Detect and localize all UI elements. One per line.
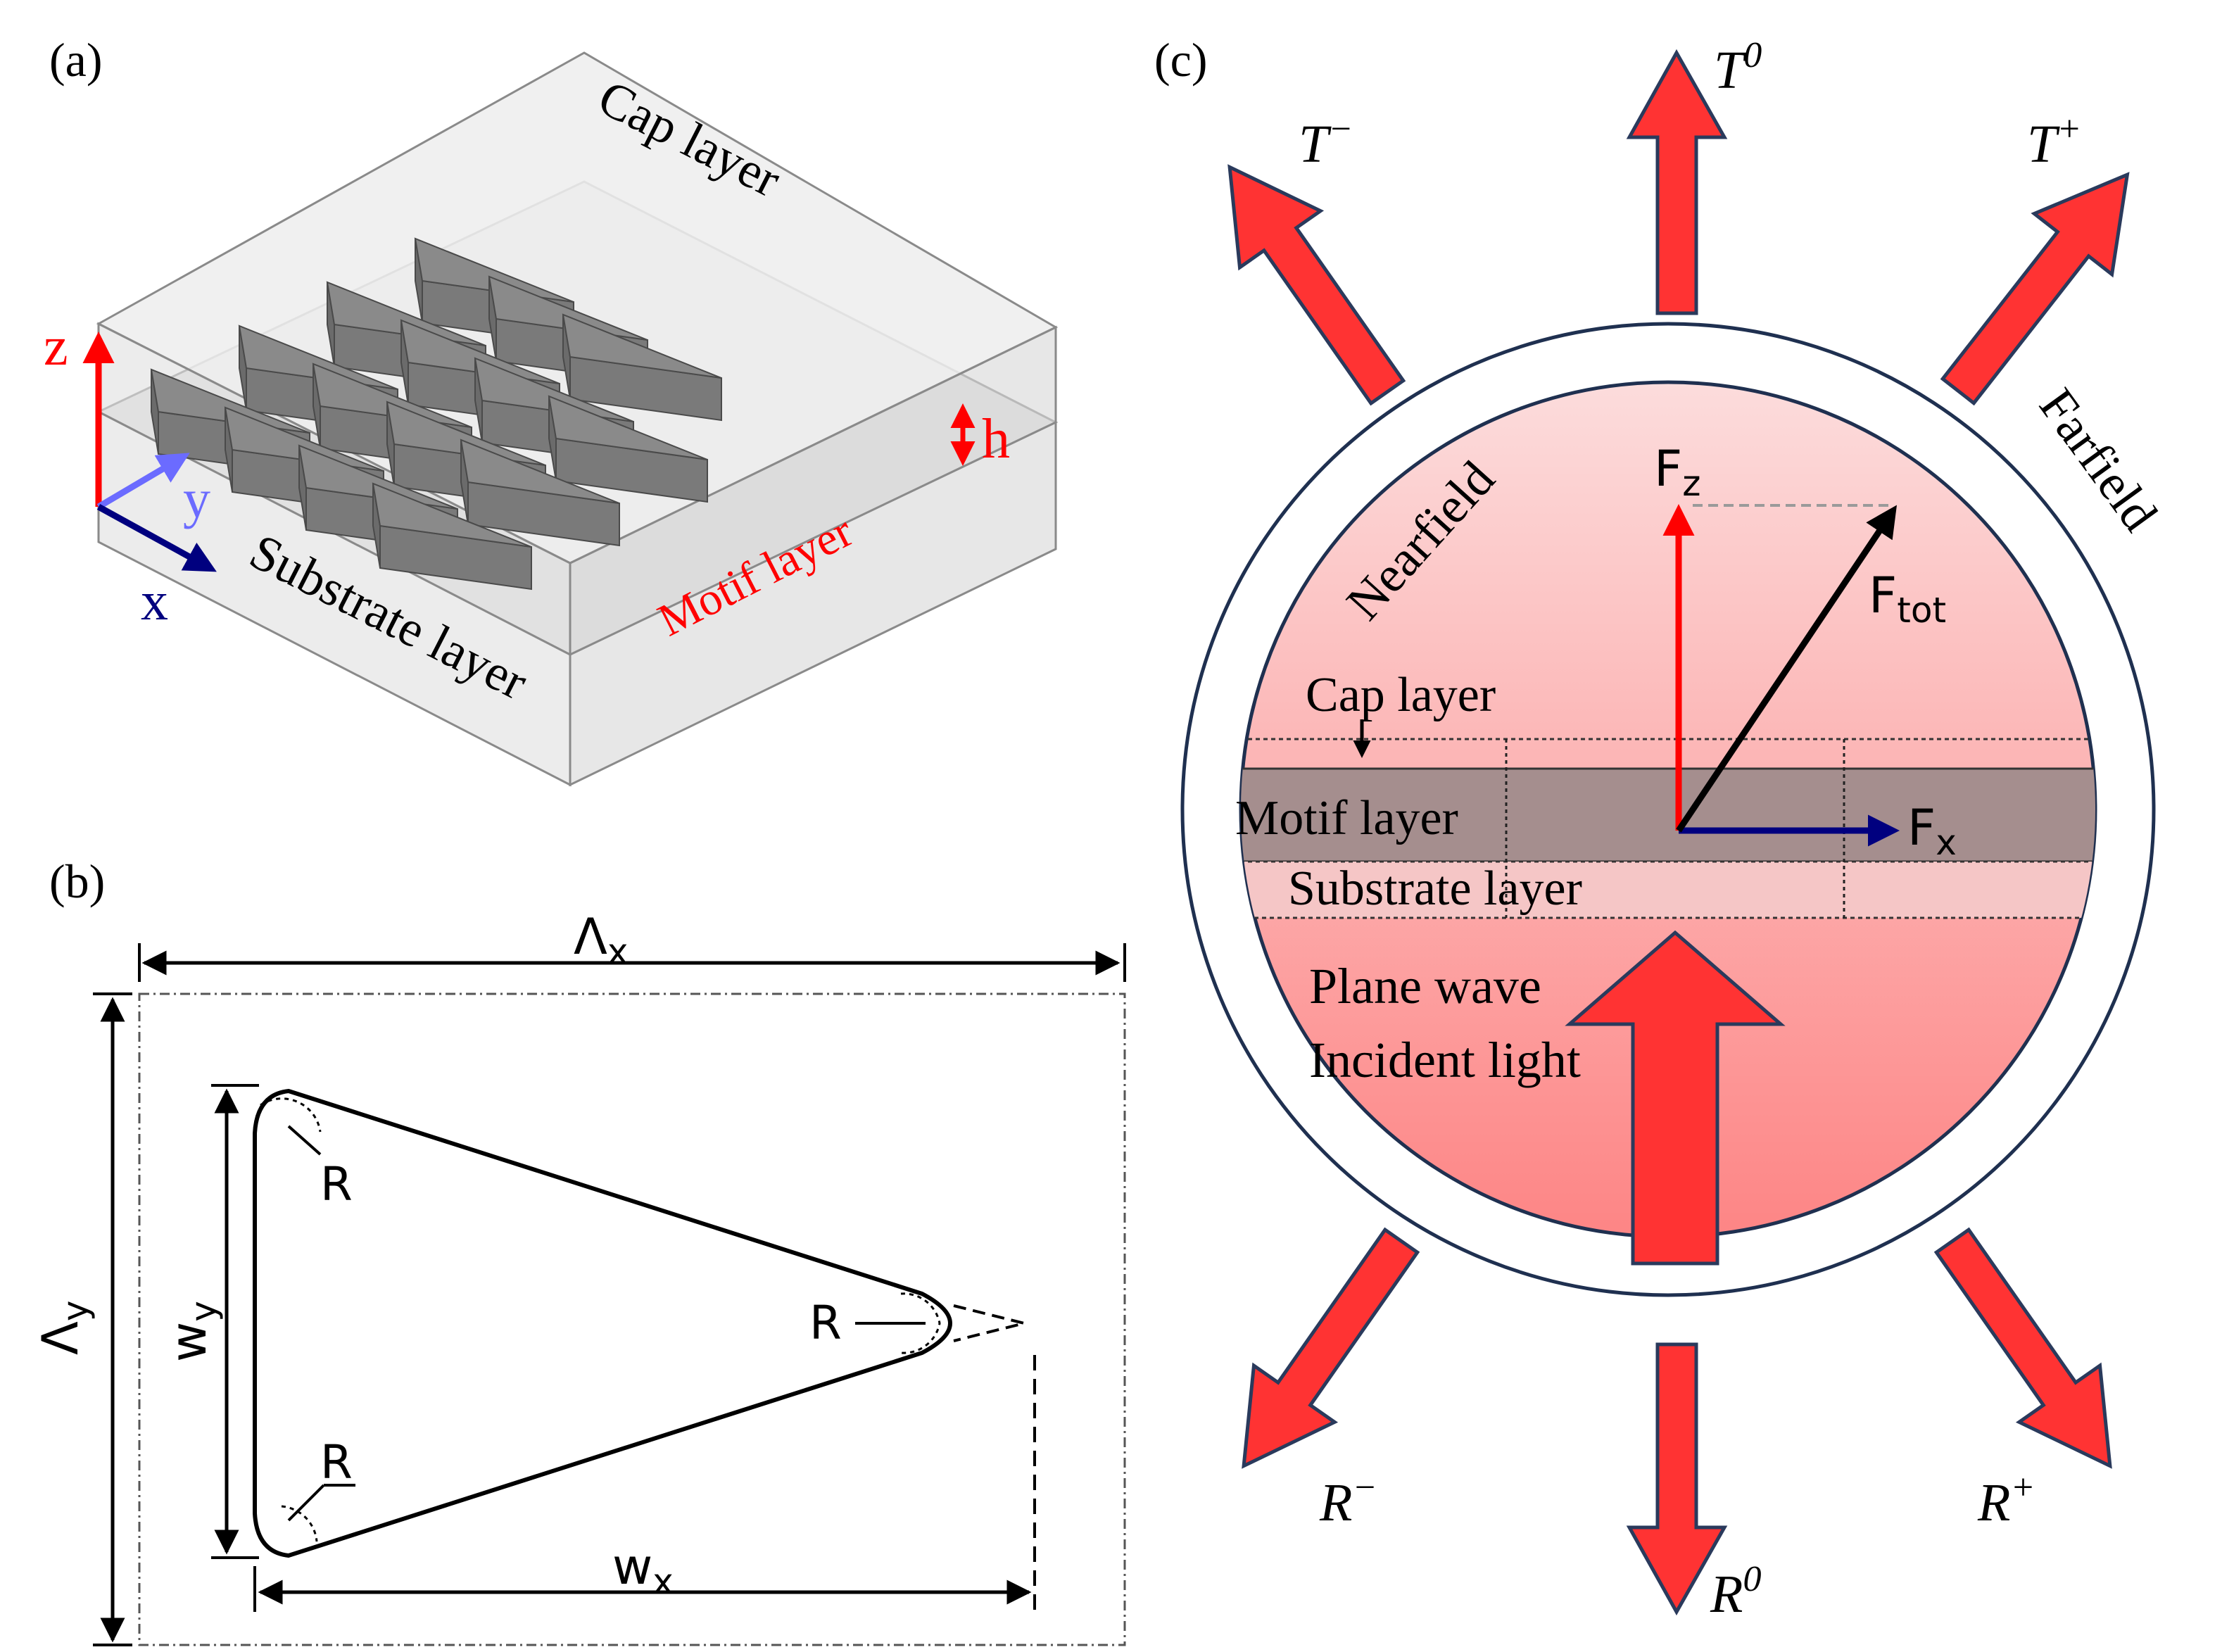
reflection-orders: R0 R− R+ (1242, 1227, 2112, 1624)
force-x-label: Fx (1907, 799, 1957, 863)
t-plus-arrow (1940, 172, 2130, 406)
panel-a: (a) z y x h Cap layer Motif layer (44, 33, 1059, 787)
triangle-motif-outline (253, 1088, 952, 1558)
period-x-label: Λx (574, 908, 628, 972)
r-plus-label: R+ (1977, 1468, 2035, 1532)
panel-a-label: (a) (49, 33, 102, 87)
force-total-vector (1676, 505, 1898, 833)
layer-bands (1241, 738, 2095, 919)
r-plus-arrow (1933, 1227, 2112, 1469)
height-marker: h (950, 403, 1010, 470)
radius-circle-tip (900, 1292, 941, 1354)
prism-top-face (460, 439, 620, 504)
radius-label-bottom: R (320, 1435, 353, 1489)
axes-triad: z y x (44, 315, 217, 631)
panel-c-label: (c) (1154, 33, 1207, 87)
y-axis-label: y (183, 468, 210, 529)
sharp-tip-guide (953, 1304, 1025, 1342)
t-minus-label: T− (1299, 109, 1353, 174)
width-x-label: wx (612, 1538, 674, 1602)
incident-line2: Incident light (1309, 1032, 1581, 1088)
motif-layer-label-c: Motif layer (1235, 791, 1458, 845)
t-zero-label: T0 (1714, 35, 1762, 100)
panel-b: (b) Λx Λy wy wx R R (32, 855, 1126, 1646)
force-z-label: Fz (1654, 440, 1701, 504)
width-y-label: wy (160, 1301, 224, 1362)
cap-layer-label-c: Cap layer (1306, 668, 1496, 722)
prism-top-face (548, 395, 708, 460)
substrate-layer-label-c: Substrate layer (1288, 862, 1582, 916)
prism-top-face (562, 313, 722, 379)
r-minus-label: R− (1319, 1468, 1377, 1532)
t-minus-arrow (1227, 164, 1406, 406)
incident-line1: Plane wave (1309, 958, 1541, 1014)
radius-line-bottom (287, 1484, 325, 1522)
transmission-orders: T0 T− T+ (1227, 35, 2130, 406)
t-zero-arrow (1626, 49, 1728, 315)
height-label: h (982, 408, 1010, 470)
r-zero-label: R0 (1710, 1559, 1761, 1624)
t-plus-label: T+ (2027, 109, 2081, 174)
radius-line-top (287, 1125, 322, 1156)
substrate-layer-band (1241, 860, 2095, 919)
radius-circle-bottom (281, 1505, 318, 1542)
radius-label-tip: R (809, 1296, 842, 1350)
r-minus-arrow (1242, 1227, 1420, 1469)
z-axis-label: z (44, 315, 68, 377)
x-axis-arrow (96, 504, 217, 572)
prism-top-face (372, 482, 532, 548)
radius-label-top: R (320, 1157, 353, 1211)
radius-circle-top (260, 1097, 322, 1133)
panel-b-label: (b) (49, 855, 105, 908)
y-axis-arrow (96, 453, 190, 510)
unit-cell-boundary (138, 992, 1126, 1646)
r-zero-arrow (1626, 1342, 1728, 1616)
incident-light-arrow (1565, 930, 1786, 1266)
period-y-label: Λy (32, 1301, 96, 1355)
force-total-label: Ftot (1869, 567, 1946, 631)
x-axis-label: x (141, 570, 168, 631)
panel-c: (c) Nearfield Farfield Cap layer Motif l… (1154, 33, 2169, 1624)
motif-prisms (150, 237, 722, 591)
cap-layer-band (1241, 738, 2095, 770)
box-front-right (569, 325, 1057, 787)
